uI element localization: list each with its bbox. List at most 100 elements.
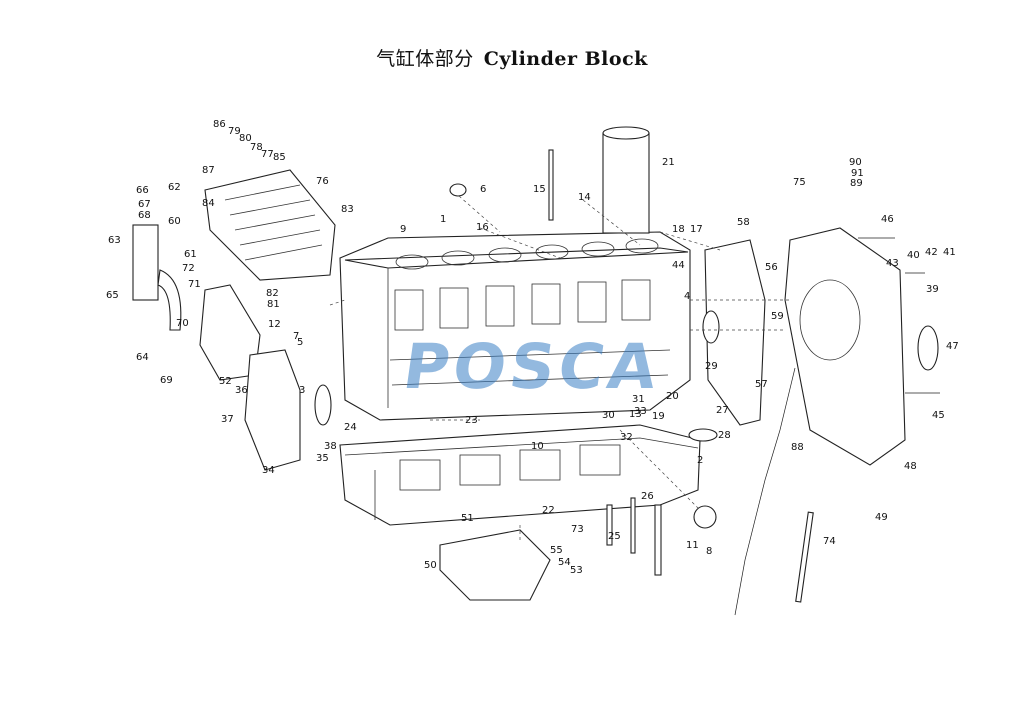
part-label-11: 11 bbox=[686, 540, 699, 551]
dowel-73 bbox=[606, 504, 613, 546]
flywheel-housing bbox=[784, 227, 906, 466]
bearing-shell-28 bbox=[688, 428, 718, 442]
part-label-64: 64 bbox=[136, 352, 149, 363]
part-label-30: 30 bbox=[602, 410, 615, 421]
part-label-42: 42 bbox=[925, 247, 938, 258]
part-label-34: 34 bbox=[262, 465, 275, 476]
part-label-78: 78 bbox=[250, 142, 263, 153]
lower-bedplate bbox=[339, 424, 701, 526]
part-label-29: 29 bbox=[705, 361, 718, 372]
part-label-74: 74 bbox=[823, 536, 836, 547]
dowel-74 bbox=[795, 511, 814, 603]
title-chinese: 气缸体部分 bbox=[376, 48, 474, 70]
part-label-51: 51 bbox=[461, 513, 474, 524]
plug-6 bbox=[449, 183, 467, 197]
part-label-26: 26 bbox=[641, 491, 654, 502]
bolt-11 bbox=[654, 504, 662, 576]
part-label-87: 87 bbox=[202, 165, 215, 176]
part-label-25: 25 bbox=[608, 531, 621, 542]
part-label-3: 3 bbox=[299, 385, 305, 396]
part-label-89: 89 bbox=[850, 178, 863, 189]
front-oil-seal bbox=[314, 384, 332, 426]
part-label-49: 49 bbox=[875, 512, 888, 523]
front-cover bbox=[244, 349, 301, 471]
part-label-12: 12 bbox=[268, 319, 281, 330]
part-label-14: 14 bbox=[578, 192, 591, 203]
dipstick-tube bbox=[734, 367, 796, 616]
part-label-40: 40 bbox=[907, 250, 920, 261]
part-label-33: 33 bbox=[634, 406, 647, 417]
part-label-56: 56 bbox=[765, 262, 778, 273]
part-label-81: 81 bbox=[267, 299, 280, 310]
part-label-91: 91 bbox=[851, 168, 864, 179]
part-label-88: 88 bbox=[791, 442, 804, 453]
part-label-80: 80 bbox=[239, 133, 252, 144]
part-label-69: 69 bbox=[160, 375, 173, 386]
part-label-39: 39 bbox=[926, 284, 939, 295]
part-label-24: 24 bbox=[344, 422, 357, 433]
part-label-57: 57 bbox=[755, 379, 768, 390]
part-label-72: 72 bbox=[182, 263, 195, 274]
part-label-61: 61 bbox=[184, 249, 197, 260]
part-label-90: 90 bbox=[849, 157, 862, 168]
rear-oil-seal bbox=[917, 325, 939, 371]
part-label-21: 21 bbox=[662, 157, 675, 168]
part-label-35: 35 bbox=[316, 453, 329, 464]
part-label-27: 27 bbox=[716, 405, 729, 416]
part-label-18: 18 bbox=[672, 224, 685, 235]
part-label-48: 48 bbox=[904, 461, 917, 472]
head-stud bbox=[548, 149, 554, 221]
part-label-47: 47 bbox=[946, 341, 959, 352]
part-label-2: 2 bbox=[697, 455, 703, 466]
part-label-15: 15 bbox=[533, 184, 546, 195]
part-label-65: 65 bbox=[106, 290, 119, 301]
part-label-86: 86 bbox=[213, 119, 226, 130]
part-label-32: 32 bbox=[620, 432, 633, 443]
part-label-67: 67 bbox=[138, 199, 151, 210]
watermark: POSCA bbox=[398, 330, 666, 403]
cylinder-bores bbox=[395, 238, 659, 270]
part-label-71: 71 bbox=[188, 279, 201, 290]
part-label-62: 62 bbox=[168, 182, 181, 193]
part-label-76: 76 bbox=[316, 176, 329, 187]
part-label-20: 20 bbox=[666, 391, 679, 402]
part-label-17: 17 bbox=[690, 224, 703, 235]
part-label-60: 60 bbox=[168, 216, 181, 227]
cylinder-liner bbox=[602, 126, 650, 234]
bolt-25 bbox=[630, 497, 636, 554]
part-label-55: 55 bbox=[550, 545, 563, 556]
part-label-36: 36 bbox=[235, 385, 248, 396]
part-label-52: 52 bbox=[219, 376, 232, 387]
part-label-70: 70 bbox=[176, 318, 189, 329]
part-label-7: 7 bbox=[293, 331, 299, 342]
part-label-28: 28 bbox=[718, 430, 731, 441]
part-label-53: 53 bbox=[570, 565, 583, 576]
part-label-38: 38 bbox=[324, 441, 337, 452]
part-label-59: 59 bbox=[771, 311, 784, 322]
part-label-79: 79 bbox=[228, 126, 241, 137]
part-label-9: 9 bbox=[400, 224, 406, 235]
part-label-1: 1 bbox=[440, 214, 446, 225]
plug-8 bbox=[693, 505, 717, 529]
part-label-19: 19 bbox=[652, 411, 665, 422]
part-label-5: 5 bbox=[297, 337, 303, 348]
part-label-84: 84 bbox=[202, 198, 215, 209]
cylinder-block bbox=[339, 231, 691, 421]
part-label-4: 4 bbox=[684, 291, 690, 302]
diagram-title: 气缸体部分 Cylinder Block bbox=[0, 44, 1024, 71]
water-pipe bbox=[132, 224, 182, 331]
title-english: Cylinder Block bbox=[483, 48, 648, 70]
part-label-22: 22 bbox=[542, 505, 555, 516]
part-label-23: 23 bbox=[465, 415, 478, 426]
part-label-13: 13 bbox=[629, 409, 642, 420]
part-label-16: 16 bbox=[476, 222, 489, 233]
part-label-46: 46 bbox=[881, 214, 894, 225]
part-label-8: 8 bbox=[706, 546, 712, 557]
part-label-83: 83 bbox=[341, 204, 354, 215]
part-label-58: 58 bbox=[737, 217, 750, 228]
block-windows bbox=[394, 279, 651, 331]
part-label-41: 41 bbox=[943, 247, 956, 258]
part-label-68: 68 bbox=[138, 210, 151, 221]
